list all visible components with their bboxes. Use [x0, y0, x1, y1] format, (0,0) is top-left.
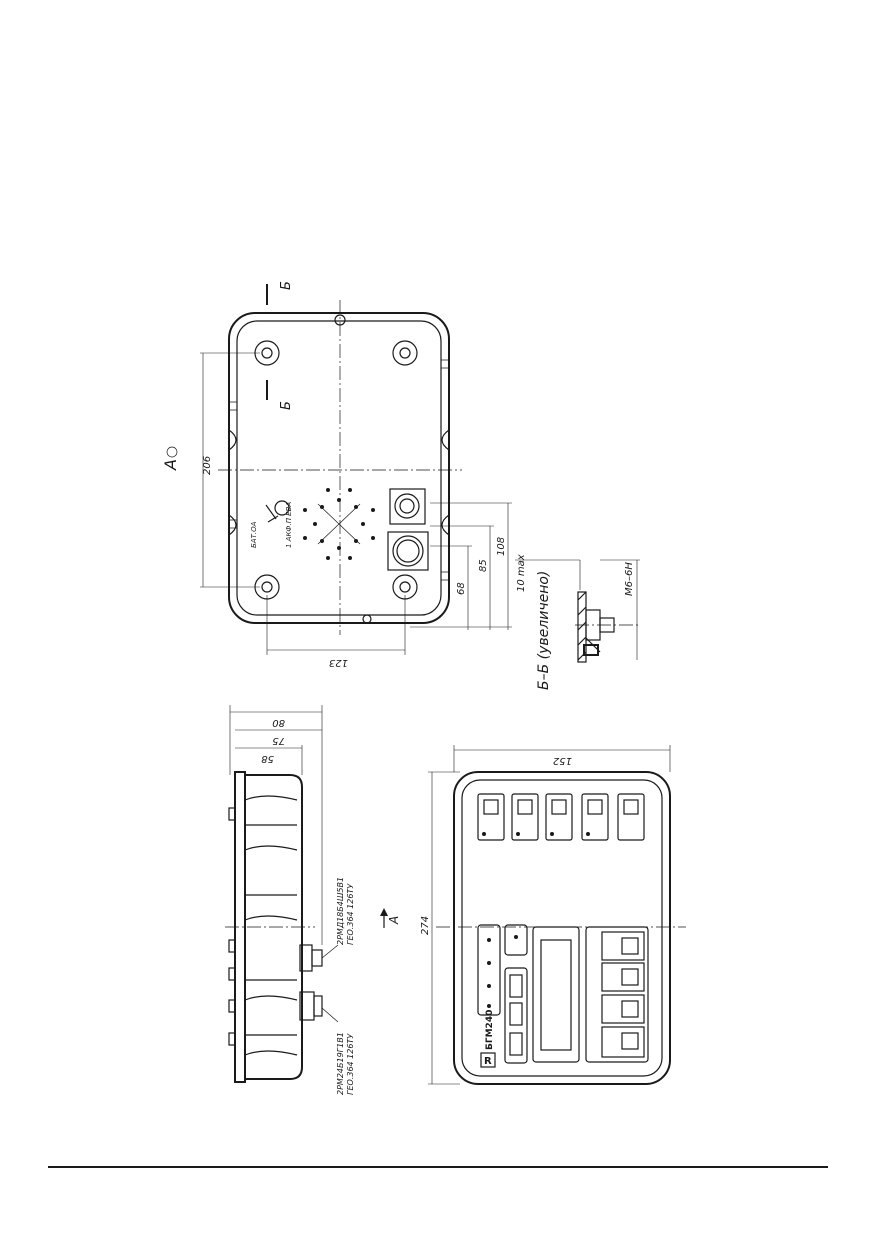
top-small-hole [334, 314, 346, 326]
top-view [200, 284, 512, 655]
housing-notches [228, 429, 450, 536]
front-dim-274: 274 [420, 916, 431, 935]
section-detail [515, 559, 640, 663]
section-letter-bottom: Б [279, 401, 294, 410]
right-button-block [585, 926, 649, 1063]
connector-square-bottom [387, 531, 429, 571]
ground-clip [274, 500, 290, 516]
front-panel-outline [453, 771, 671, 1085]
front-model-label: БГМ240 [485, 1010, 495, 1050]
section-letter-top: Б [279, 281, 294, 290]
dim-85: 85 [478, 559, 489, 572]
switch-column [504, 967, 528, 1064]
section-dim-max: 10 max [516, 554, 527, 592]
dim-68: 68 [456, 582, 467, 595]
side-body [244, 774, 303, 1080]
top-button-row [477, 793, 645, 841]
indicator-strip [477, 924, 501, 1016]
side-view-arrow-label: A [387, 916, 401, 925]
display-frame [532, 926, 580, 1063]
side-dim-75: 75 [272, 735, 285, 746]
bottom-small-hole [362, 614, 372, 624]
perforation-pattern [303, 488, 375, 560]
view-label-a: A [161, 459, 180, 471]
side-bolts [228, 807, 236, 1046]
logo-box [480, 1052, 496, 1068]
edge-clips [229, 359, 450, 581]
side-view [225, 705, 388, 1083]
dim-206: 206 [202, 456, 213, 475]
dim-108: 108 [496, 537, 507, 556]
section-title: Б–Б (увеличено) [536, 571, 552, 690]
side-dim-58: 58 [261, 753, 274, 764]
front-panel-inner [461, 779, 663, 1077]
connector-square-top [389, 488, 426, 525]
connector-2-spec: ГЕО.364 126ТУ [346, 1033, 355, 1095]
connector-2-part: 2РМ24Б19Г1В1 [336, 1032, 345, 1095]
logo-glyph: R [484, 1056, 492, 1067]
view-a-rotation-mark [166, 446, 178, 458]
side-dim-80: 80 [272, 717, 285, 728]
section-nut [583, 644, 599, 656]
front-view: R [428, 745, 686, 1085]
label-plate-line2: 1 АКФ.П ЕВА [285, 502, 293, 548]
top-housing-outline [228, 312, 450, 624]
page-bottom-rule [48, 1166, 828, 1168]
dim-123: 123 [329, 657, 348, 668]
display-window [540, 939, 572, 1051]
section-thread: М6–6Н [624, 562, 635, 596]
connector-1-part: 2РМД18Б4Ш5В1 [336, 877, 345, 945]
label-plate-line1: БАТ.ОА [250, 521, 258, 548]
connector-1-spec: ГЕО.364 126ТУ [346, 883, 355, 945]
front-dim-152: 152 [553, 755, 572, 766]
top-housing-inner [236, 320, 442, 616]
